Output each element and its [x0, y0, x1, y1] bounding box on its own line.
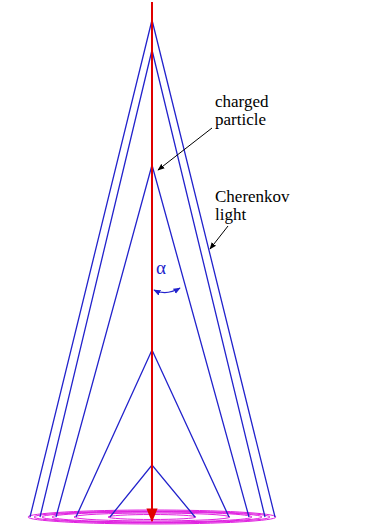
angle-symbol: α	[156, 259, 166, 277]
callout-label: charged particle	[215, 93, 269, 129]
particle-track	[151, 2, 153, 521]
callout-label: Cherenkov light	[215, 188, 290, 224]
leader-line	[210, 226, 228, 249]
leader-line	[158, 128, 212, 170]
angle-arc	[154, 288, 180, 293]
